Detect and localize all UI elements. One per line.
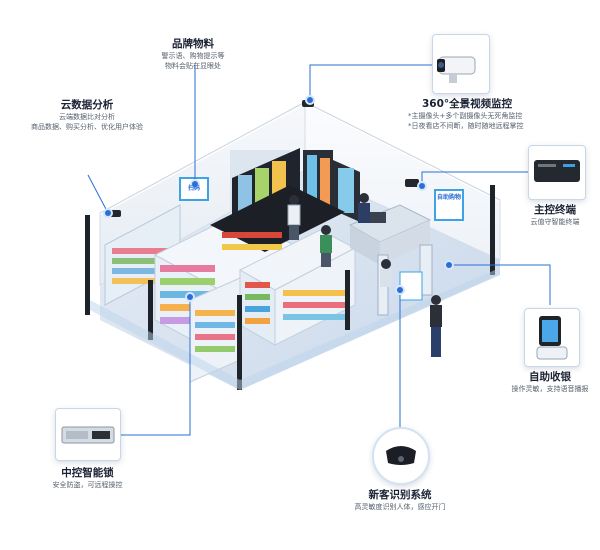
brand-label: 品牌物料 警示语、购物提示等 物料会贴在显眼处: [128, 37, 258, 71]
checkout-counter: [348, 204, 432, 265]
camera-title: 360°全景视频监控: [422, 98, 513, 110]
cloud-dot: [105, 210, 111, 216]
camera-label: 360°全景视频监控 *主摄像头+多个副摄像头无死角监控 *日夜看店不间断，随时…: [408, 97, 593, 131]
camera-desc-2: *日夜看店不间断，随时随地远程掌控: [408, 122, 524, 130]
glass-pillars: [85, 185, 495, 390]
lock-dot: [187, 294, 193, 300]
lock-label: 中控智能锁 安全防盗，可远程操控: [30, 466, 145, 490]
terminal-desc: 云值守智能终端: [530, 218, 580, 226]
ceiling-camera-left: [109, 210, 121, 217]
terminal-card: [528, 145, 586, 200]
cloud-label: 云数据分析 云端数据比对分析 商品数据、购买分析、优化用户体验: [22, 98, 152, 132]
checkout-desc: 操作灵敏，支持语音播报: [511, 385, 589, 393]
checkout-dot: [446, 262, 452, 268]
camera-dot: [307, 97, 313, 103]
cloud-desc-1: 云端数据比对分析: [59, 113, 115, 121]
recognition-title: 新客识别系统: [368, 489, 432, 501]
bullet-camera-icon: [437, 56, 476, 83]
lock-desc: 安全防盗，可远程操控: [52, 481, 123, 489]
recognition-card: [372, 427, 430, 485]
scan-sign: 扫码: [187, 185, 200, 192]
terminal-title: 主控终端: [534, 204, 576, 216]
terminal-dot: [419, 183, 425, 189]
callout-lines: [87, 64, 551, 436]
checkout-label: 自助收银 操作灵敏，支持语音播报: [495, 370, 600, 394]
people-sensor-icon: [386, 446, 416, 465]
smart-lock-icon: [61, 426, 115, 444]
brand-desc-1: 警示语、购物提示等: [161, 52, 225, 60]
recognition-dot: [397, 287, 403, 293]
cloud-title: 云数据分析: [60, 99, 114, 111]
lock-title: 中控智能锁: [61, 467, 114, 479]
recognition-label: 新客识别系统 高灵敏度识别人体，感应开门: [335, 488, 465, 512]
front-shelves: [189, 277, 241, 383]
brand-desc-2: 物料会贴在显眼处: [165, 62, 221, 70]
lock-card: [55, 408, 121, 461]
camera-card: [432, 34, 490, 94]
shopper-figures: [287, 193, 442, 357]
self-shop-sign: 自助购物: [436, 194, 461, 201]
ceiling-camera-right: [405, 179, 419, 187]
checkout-card: [524, 308, 580, 367]
recognition-desc: 高灵敏度识别人体，感应开门: [354, 503, 446, 511]
camera-desc-1: *主摄像头+多个副摄像头无死角监控: [408, 112, 523, 120]
control-terminal-icon: [534, 160, 580, 182]
brand-dot: [192, 181, 198, 187]
left-wall-shelves: [104, 204, 181, 306]
brand-title: 品牌物料: [172, 38, 214, 50]
terminal-label: 主控终端 云值守智能终端: [500, 203, 600, 227]
checkout-title: 自助收银: [529, 371, 571, 383]
self-checkout-icon: [536, 316, 568, 360]
cloud-desc-2: 商品数据、购买分析、优化用户体验: [31, 123, 143, 131]
